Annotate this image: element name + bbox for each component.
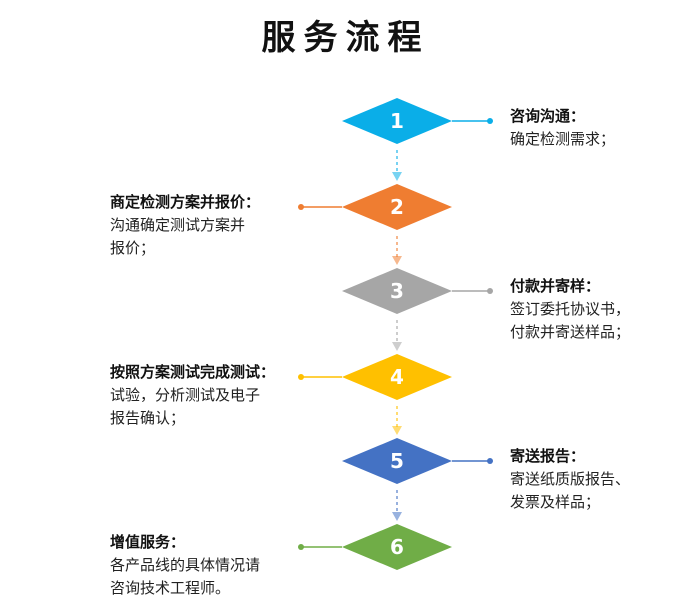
step-description: 各产品线的具体情况请 咨询技术工程师。 xyxy=(110,556,261,597)
step-diamond-3 xyxy=(342,268,452,314)
step-description: 确定检测需求； xyxy=(510,130,616,148)
leader-dot-4 xyxy=(298,374,304,380)
step-number-1: 1 xyxy=(390,109,404,133)
arrow-head-3 xyxy=(392,256,402,265)
leader-dot-1 xyxy=(487,118,493,124)
step-description: 寄送纸质版报告、 发票及样品； xyxy=(510,470,631,511)
step-text-6: 增值服务： 各产品线的具体情况请 咨询技术工程师。 xyxy=(110,531,330,600)
step-diamond-4 xyxy=(342,354,452,400)
arrow-head-5 xyxy=(392,426,402,435)
leader-dot-2 xyxy=(298,204,304,210)
arrow-head-6 xyxy=(392,512,402,521)
step-diamond-2 xyxy=(342,184,452,230)
step-heading: 增值服务： xyxy=(110,533,186,551)
step-number-5: 5 xyxy=(390,449,404,473)
step-text-5: 寄送报告： 寄送纸质版报告、 发票及样品； xyxy=(510,445,691,514)
page-title: 服务流程 xyxy=(261,18,430,58)
step-text-4: 按照方案测试完成测试： 试验，分析测试及电子 报告确认； xyxy=(110,361,330,430)
step-diamond-6 xyxy=(342,524,452,570)
step-number-4: 4 xyxy=(390,365,404,389)
step-number-3: 3 xyxy=(390,279,404,303)
leader-dot-3 xyxy=(487,288,493,294)
step-diamond-5 xyxy=(342,438,452,484)
step-text-2: 商定检测方案并报价： 沟通确定测试方案并 报价； xyxy=(110,191,330,260)
step-heading: 付款并寄样： xyxy=(510,277,601,295)
step-description: 签订委托协议书， 付款并寄送样品； xyxy=(510,300,631,341)
step-text-3: 付款并寄样： 签订委托协议书， 付款并寄送样品； xyxy=(510,275,691,344)
step-description: 沟通确定测试方案并 报价； xyxy=(110,216,246,257)
step-heading: 商定检测方案并报价： xyxy=(110,193,261,211)
step-text-1: 咨询沟通： 确定检测需求； xyxy=(510,105,691,151)
step-number-6: 6 xyxy=(390,535,404,559)
leader-dot-6 xyxy=(298,544,304,550)
step-heading: 按照方案测试完成测试： xyxy=(110,363,276,381)
step-number-2: 2 xyxy=(390,195,404,219)
arrow-head-4 xyxy=(392,342,402,351)
step-heading: 寄送报告： xyxy=(510,447,586,465)
step-description: 试验，分析测试及电子 报告确认； xyxy=(110,386,261,427)
arrow-head-2 xyxy=(392,172,402,181)
step-diamond-1 xyxy=(342,98,452,144)
leader-dot-5 xyxy=(487,458,493,464)
step-heading: 咨询沟通： xyxy=(510,107,586,125)
